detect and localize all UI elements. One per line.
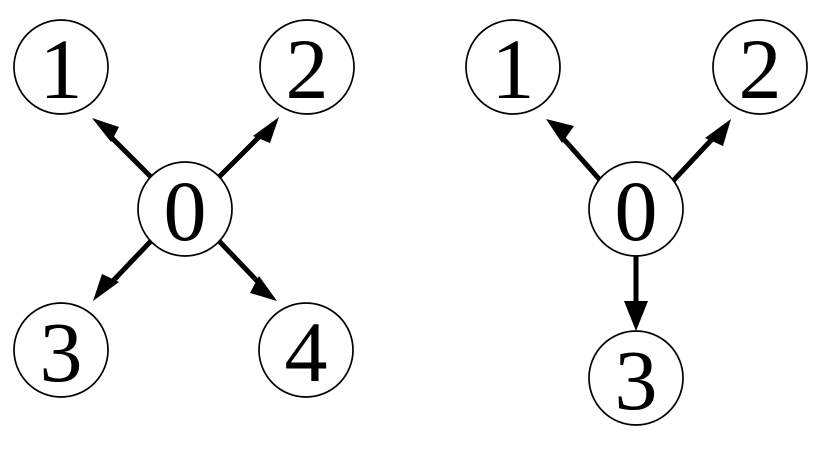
- node-r0-circle[interactable]: [588, 161, 684, 257]
- left-diagram: 1 2 0 3 4: [13, 19, 355, 400]
- edge-r0-to-r2-arrowhead: [705, 119, 731, 146]
- node-4-label: 4: [285, 304, 328, 400]
- node-4-circle[interactable]: [258, 302, 354, 398]
- left-diagram-nodes: 1 2 0 3 4: [13, 19, 355, 400]
- node-3-circle[interactable]: [13, 302, 109, 398]
- edge-0-to-4-line: [217, 239, 262, 286]
- edge-r0-to-r3-arrowhead: [624, 301, 648, 331]
- edge-0-to-1-line: [106, 132, 153, 179]
- node-4[interactable]: 4: [258, 302, 354, 400]
- node-1-label: 1: [40, 21, 83, 117]
- edge-0-to-3: [93, 239, 153, 301]
- node-r2[interactable]: 2: [712, 19, 808, 117]
- edge-0-to-1: [92, 118, 153, 179]
- edge-0-to-3-arrowhead: [93, 274, 119, 301]
- node-r3[interactable]: 3: [588, 330, 684, 428]
- right-diagram-edges: [546, 119, 731, 331]
- node-0-circle[interactable]: [137, 161, 233, 257]
- edge-0-to-1-arrowhead: [92, 118, 119, 142]
- edge-r0-to-r3: [624, 256, 648, 331]
- node-1[interactable]: 1: [13, 19, 109, 117]
- node-r2-circle[interactable]: [712, 19, 808, 115]
- node-2-circle[interactable]: [259, 19, 355, 115]
- edge-0-to-4: [217, 239, 277, 301]
- node-r3-label: 3: [615, 332, 658, 428]
- left-diagram-edges: [92, 117, 279, 301]
- node-r0[interactable]: 0: [588, 161, 684, 259]
- node-2[interactable]: 2: [259, 19, 355, 117]
- node-r1-circle[interactable]: [465, 19, 561, 115]
- edge-0-to-2-line: [217, 131, 265, 179]
- node-r3-circle[interactable]: [588, 330, 684, 426]
- node-2-label: 2: [286, 21, 329, 117]
- node-1-circle[interactable]: [13, 19, 109, 115]
- right-diagram: 1 2 0 3: [465, 19, 808, 428]
- node-r1[interactable]: 1: [465, 19, 561, 117]
- edge-0-to-2-arrowhead: [253, 117, 279, 143]
- node-r0-label: 0: [615, 163, 658, 259]
- node-3[interactable]: 3: [13, 302, 109, 400]
- node-3-label: 3: [40, 304, 83, 400]
- edge-0-to-3-line: [108, 239, 153, 286]
- node-0-label: 0: [164, 163, 207, 259]
- edge-r0-to-r1: [546, 119, 602, 182]
- node-r1-label: 1: [492, 21, 535, 117]
- edge-r0-to-r2-line: [671, 134, 717, 183]
- edge-r0-to-r1-line: [559, 134, 602, 182]
- edge-r0-to-r2: [671, 119, 731, 183]
- node-r2-label: 2: [739, 21, 782, 117]
- right-diagram-nodes: 1 2 0 3: [465, 19, 808, 428]
- edge-0-to-2: [217, 117, 279, 179]
- node-0[interactable]: 0: [137, 161, 233, 259]
- edge-r0-to-r1-arrowhead: [546, 119, 574, 143]
- edge-0-to-4-arrowhead: [250, 276, 277, 301]
